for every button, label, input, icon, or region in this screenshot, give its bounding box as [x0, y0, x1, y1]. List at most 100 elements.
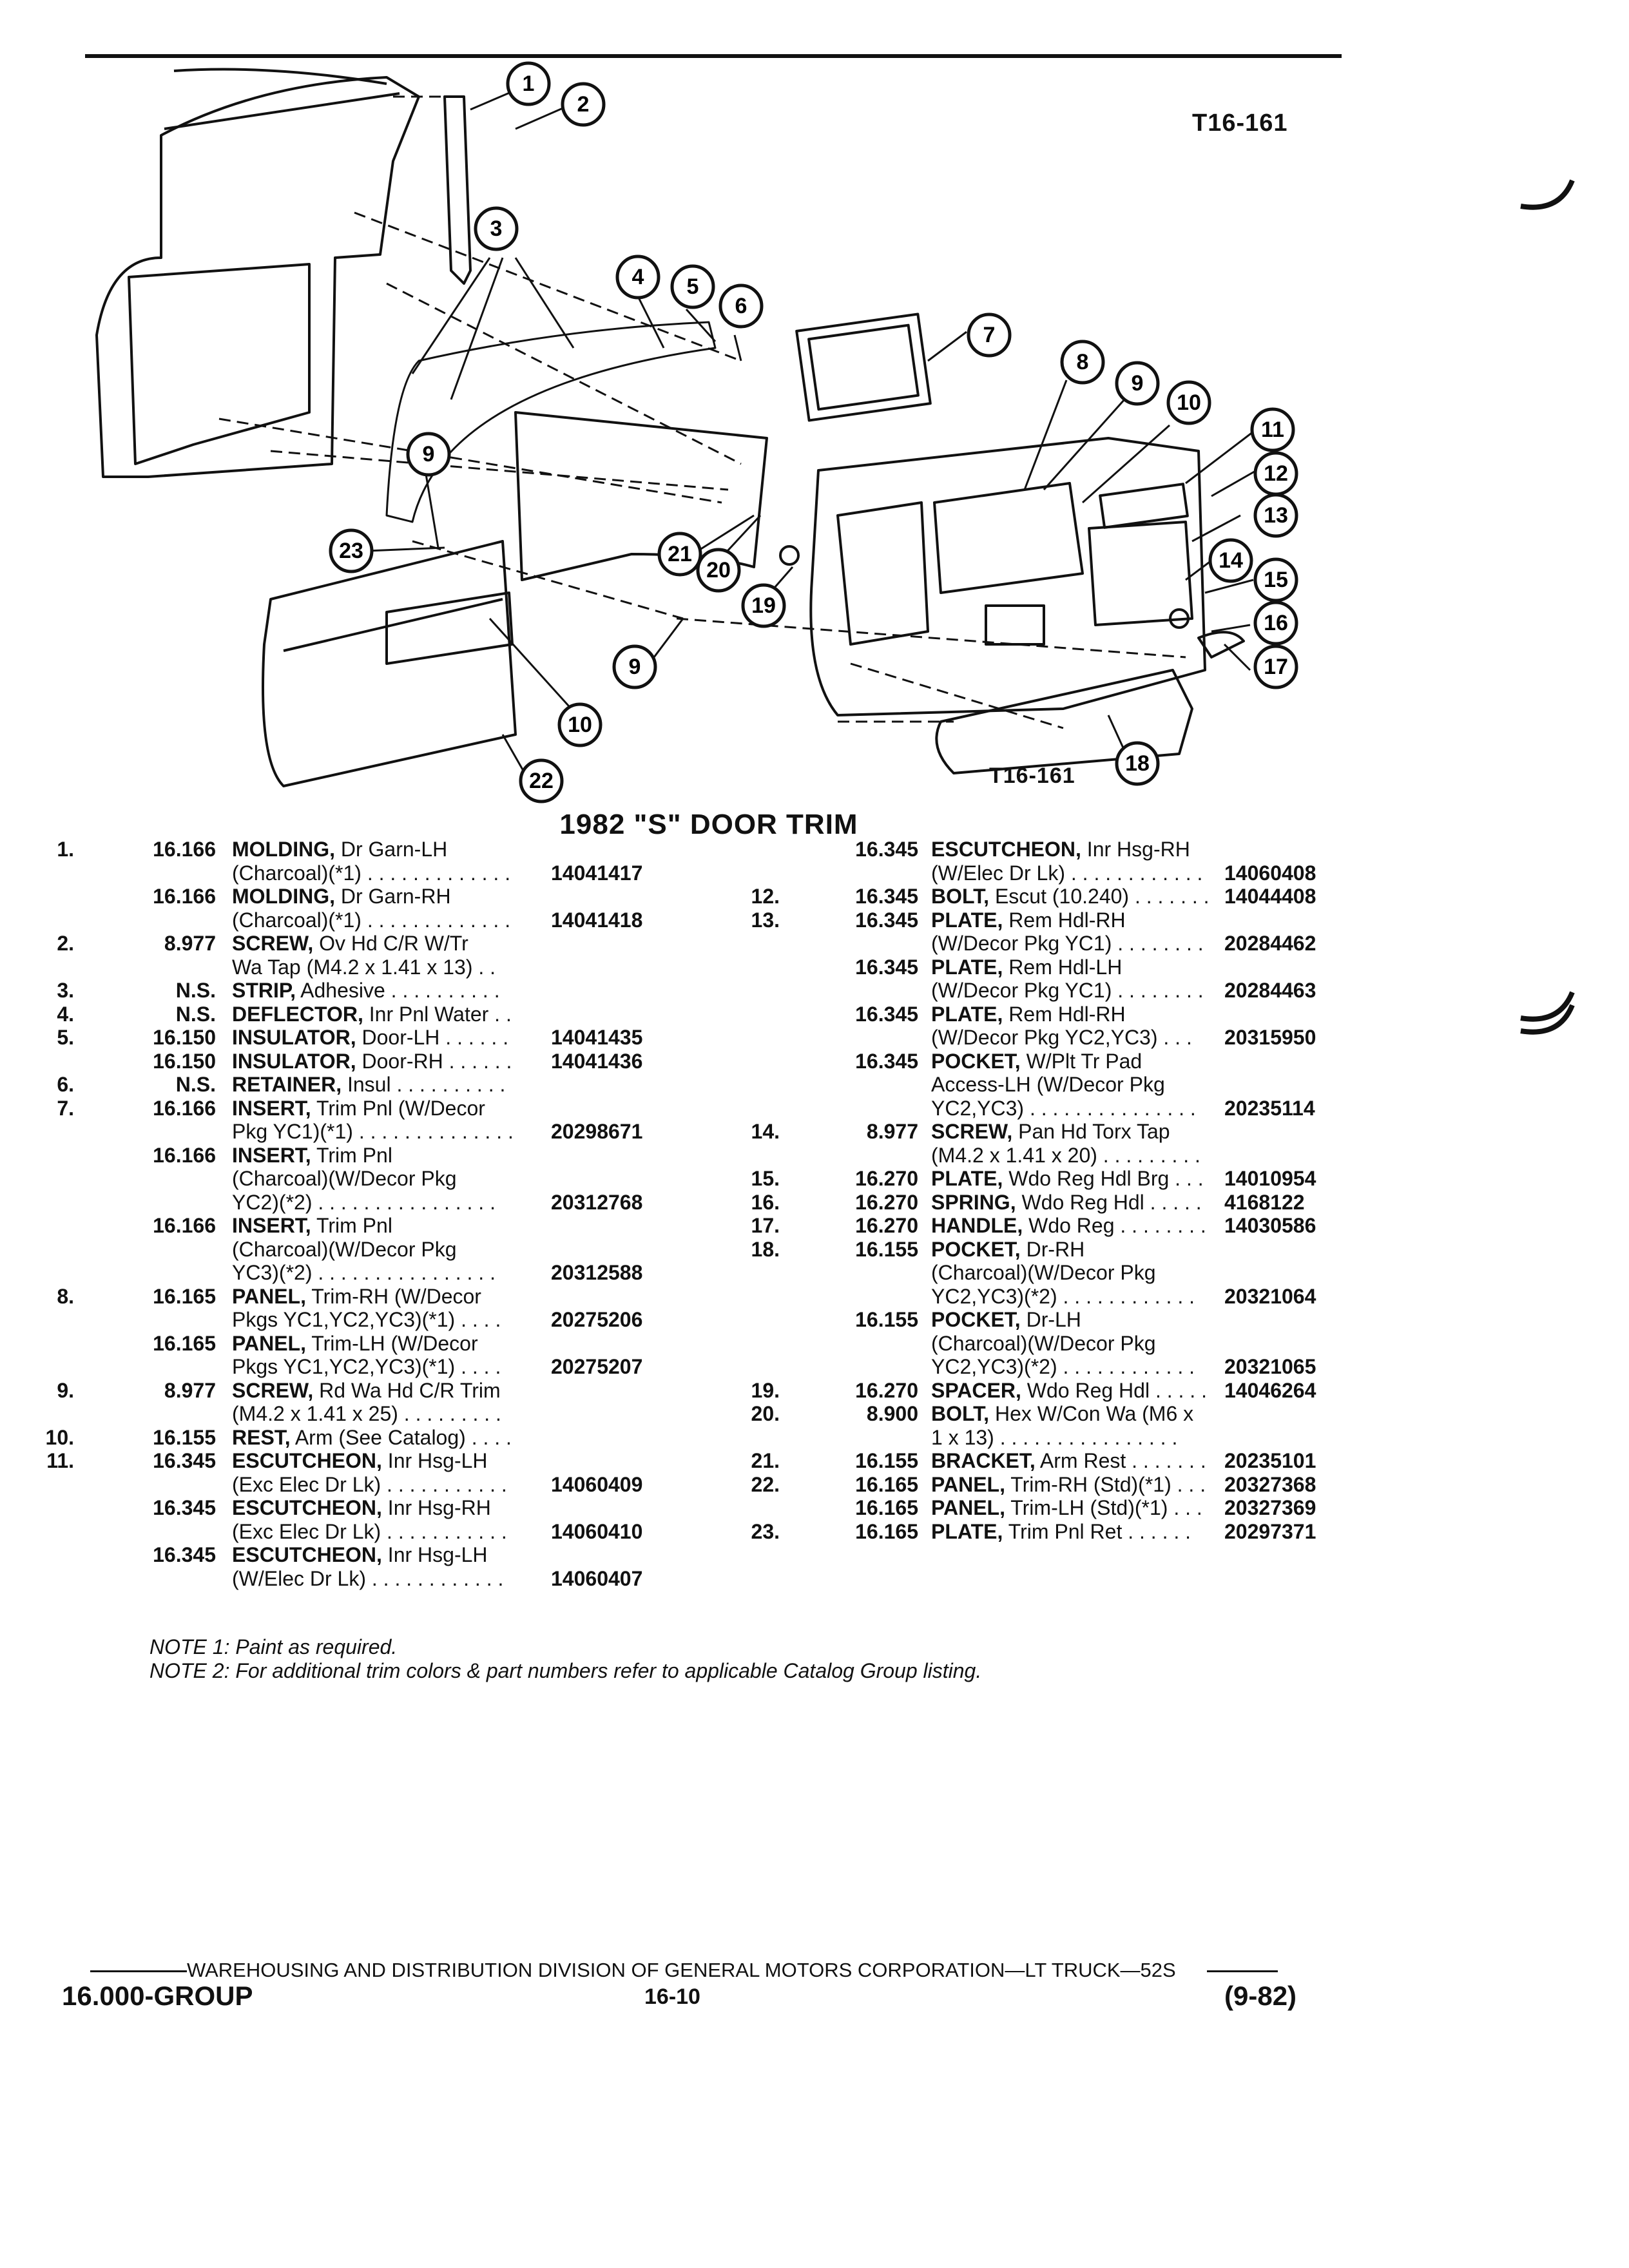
- part-row: Wa Tap (M4.2 x 1.41 x 13) . .: [39, 956, 709, 979]
- part-detail: (Charcoal)(*1) . . . . . . . . . . . . .: [232, 861, 511, 885]
- group-number: 8.977: [866, 1120, 918, 1143]
- part-row: YC2,YC3)(*2) . . . . . . . . . . . .2032…: [715, 1285, 1392, 1309]
- group-number: 16.345: [153, 1543, 216, 1566]
- callout-4: 4: [615, 255, 660, 300]
- part-row: (Charcoal)(*1) . . . . . . . . . . . . .…: [39, 861, 709, 885]
- group-number: 16.155: [855, 1449, 918, 1472]
- part-detail: Escut (10.240) . . . . . . .: [989, 885, 1210, 908]
- ref-number: 18.: [751, 1237, 780, 1261]
- svg-text:5: 5: [687, 274, 699, 299]
- part-name: PLATE,: [931, 1167, 1003, 1190]
- part-description: POCKET, Dr-RH: [931, 1238, 1084, 1262]
- part-name: INSERT,: [232, 1143, 311, 1167]
- part-description: INSERT, Trim Pnl (W/Decor: [232, 1097, 485, 1120]
- ref-number: 22.: [751, 1472, 780, 1496]
- ref-number: 1.: [57, 838, 74, 861]
- callout-3: 3: [474, 206, 519, 251]
- ref-number: 13.: [751, 908, 780, 932]
- part-description: YC2,YC3)(*2) . . . . . . . . . . . .: [931, 1285, 1195, 1309]
- svg-text:3: 3: [490, 216, 503, 241]
- part-row: (Charcoal)(W/Decor Pkg: [715, 1261, 1392, 1285]
- part-row: Access-LH (W/Decor Pkg: [715, 1073, 1392, 1097]
- part-name: ESCUTCHEON,: [232, 1496, 382, 1519]
- footer-division: WAREHOUSING AND DISTRIBUTION DIVISION OF…: [187, 1959, 1176, 1981]
- part-row: (Charcoal)(*1) . . . . . . . . . . . . .…: [39, 908, 709, 932]
- part-detail: Dr Garn-LH: [334, 838, 448, 861]
- part-detail: Pkgs YC1,YC2,YC3)(*1) . . . .: [232, 1355, 501, 1378]
- part-detail: 1 x 13) . . . . . . . . . . . . . . . .: [931, 1425, 1178, 1449]
- part-description: MOLDING, Dr Garn-RH: [232, 885, 451, 908]
- part-row: 16.166 INSERT, Trim Pnl: [39, 1214, 709, 1238]
- part-description: DEFLECTOR, Inr Pnl Water . .: [232, 1003, 512, 1026]
- callout-2: 2: [561, 82, 606, 127]
- footer-division-line: WAREHOUSING AND DISTRIBUTION DIVISION OF…: [90, 1959, 1278, 1982]
- callout-layer: 1 2 3 4 5 6 7 8 9 10 11 12 13 14 15 16 1…: [329, 61, 1298, 803]
- part-name: RETAINER,: [232, 1073, 342, 1096]
- scan-marks: [1520, 179, 1575, 1035]
- ref-number: 14.: [751, 1120, 780, 1143]
- part-description: PLATE, Rem Hdl-LH: [931, 956, 1122, 979]
- page-title: 1982 "S" DOOR TRIM: [559, 809, 858, 840]
- svg-text:8: 8: [1077, 350, 1089, 374]
- part-description: (Charcoal)(W/Decor Pkg: [931, 1261, 1156, 1285]
- part-description: YC2,YC3) . . . . . . . . . . . . . . .: [931, 1097, 1196, 1120]
- part-row: (W/Elec Dr Lk) . . . . . . . . . . . .14…: [715, 861, 1392, 885]
- group-number: 16.270: [855, 1378, 918, 1402]
- part-description: ESCUTCHEON, Inr Hsg-LH: [232, 1543, 488, 1567]
- escutcheon: [1099, 483, 1189, 529]
- part-row: (Exc Elec Dr Lk) . . . . . . . . . . .14…: [39, 1520, 709, 1544]
- part-name: HANDLE,: [931, 1214, 1023, 1237]
- part-row: Pkg YC1)(*1) . . . . . . . . . . . . . .…: [39, 1120, 709, 1144]
- part-name: SPRING,: [931, 1190, 1016, 1214]
- part-number: 14010954: [1224, 1167, 1316, 1190]
- ref-number: 7.: [57, 1096, 74, 1120]
- part-name: POCKET,: [931, 1237, 1021, 1261]
- trim-insert: [795, 312, 932, 422]
- part-detail: Wdo Reg Hdl Brg . . .: [1003, 1167, 1204, 1190]
- group-number: 16.165: [855, 1472, 918, 1496]
- part-number: 20275207: [551, 1355, 643, 1378]
- ref-number: 10.: [45, 1425, 74, 1449]
- part-name: INSERT,: [232, 1214, 311, 1237]
- part-description: INSERT, Trim Pnl: [232, 1214, 392, 1238]
- part-number: 20327368: [1224, 1472, 1316, 1496]
- callout-9c: 9: [612, 644, 657, 689]
- part-description: Wa Tap (M4.2 x 1.41 x 13) . .: [232, 956, 496, 979]
- part-row: YC3)(*2) . . . . . . . . . . . . . . . .…: [39, 1261, 709, 1285]
- part-detail: Rem Hdl-RH: [1003, 1002, 1126, 1026]
- remote-handle-plate: [1088, 521, 1193, 626]
- part-number: 20235101: [1224, 1449, 1316, 1472]
- svg-text:22: 22: [529, 769, 554, 793]
- part-row: (M4.2 x 1.41 x 20) . . . . . . . . .: [715, 1144, 1392, 1168]
- part-number: 20312768: [551, 1190, 643, 1214]
- part-detail: YC3)(*2) . . . . . . . . . . . . . . . .: [232, 1261, 496, 1284]
- part-description: (M4.2 x 1.41 x 20) . . . . . . . . .: [931, 1144, 1200, 1168]
- group-number: 16.165: [855, 1519, 918, 1543]
- part-detail: (W/Elec Dr Lk) . . . . . . . . . . . .: [931, 861, 1203, 885]
- part-description: PLATE, Rem Hdl-RH: [931, 1003, 1126, 1026]
- svg-text:10: 10: [568, 713, 592, 737]
- group-number: 16.155: [153, 1425, 216, 1449]
- group-number: N.S.: [175, 1073, 216, 1096]
- part-description: PLATE, Rem Hdl-RH: [931, 908, 1126, 932]
- group-number: 16.166: [153, 1214, 216, 1237]
- part-row: (W/Decor Pkg YC1) . . . . . . . .2028446…: [715, 932, 1392, 956]
- svg-text:20: 20: [706, 558, 731, 582]
- part-number: 20275206: [551, 1308, 643, 1331]
- part-detail: Trim-RH (Std)(*1) . . .: [1005, 1472, 1206, 1496]
- part-detail: Hex W/Con Wa (M6 x: [989, 1402, 1194, 1425]
- svg-text:13: 13: [1264, 503, 1288, 528]
- part-detail: YC2)(*2) . . . . . . . . . . . . . . . .: [232, 1190, 496, 1214]
- part-description: BRACKET, Arm Rest . . . . . . .: [931, 1449, 1206, 1473]
- footer-date: (9-82): [1224, 1981, 1297, 2011]
- part-detail: (W/Decor Pkg YC2,YC3) . . .: [931, 1026, 1192, 1049]
- part-detail: Rem Hdl-RH: [1003, 908, 1126, 932]
- group-number: 8.977: [164, 932, 216, 955]
- part-row: YC2,YC3)(*2) . . . . . . . . . . . .2032…: [715, 1355, 1392, 1379]
- part-number: 14060409: [551, 1472, 643, 1496]
